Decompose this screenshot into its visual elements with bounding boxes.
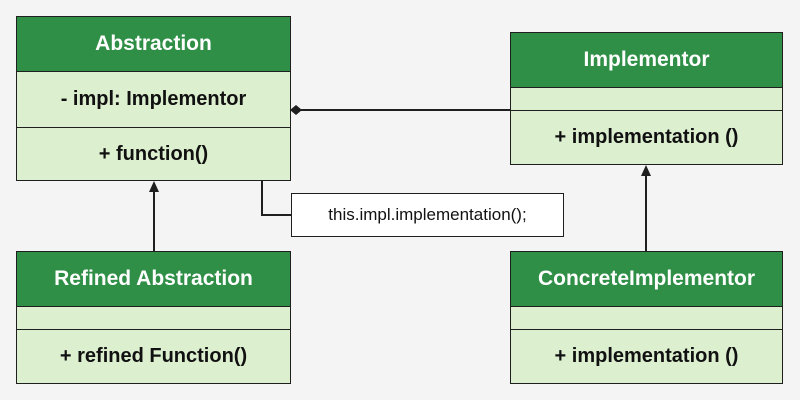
class-implementor-divider (511, 110, 782, 111)
class-abstraction-method: + function() (98, 142, 209, 165)
class-refined-abstraction-divider (17, 329, 290, 330)
implementation-note: this.impl.implementation(); (291, 193, 564, 237)
class-refined-abstraction: Refined Abstraction + refined Function() (16, 251, 291, 384)
class-refined-abstraction-name: Refined Abstraction (17, 252, 290, 307)
class-abstraction-divider (17, 127, 290, 128)
class-implementor: Implementor + implementation () (510, 32, 783, 165)
class-concrete-implementor: ConcreteImplementor + implementation () (510, 251, 783, 384)
class-abstraction-attribute: - impl: Implementor (60, 88, 247, 110)
class-refined-abstraction-method: + refined Function() (59, 345, 248, 367)
class-abstraction-name: Abstraction (17, 17, 290, 72)
class-abstraction: Abstraction - impl: Implementor + functi… (16, 16, 291, 181)
aggregation-diamond (290, 105, 302, 115)
class-implementor-method: + implementation () (554, 126, 739, 148)
class-concrete-implementor-divider (511, 329, 782, 330)
class-implementor-name: Implementor (511, 33, 782, 88)
inheritance-arrowhead-concrete (641, 165, 651, 176)
class-concrete-implementor-method: + implementation () (554, 345, 739, 367)
inheritance-arrowhead-refined (149, 181, 159, 192)
class-concrete-implementor-name: ConcreteImplementor (511, 252, 782, 307)
